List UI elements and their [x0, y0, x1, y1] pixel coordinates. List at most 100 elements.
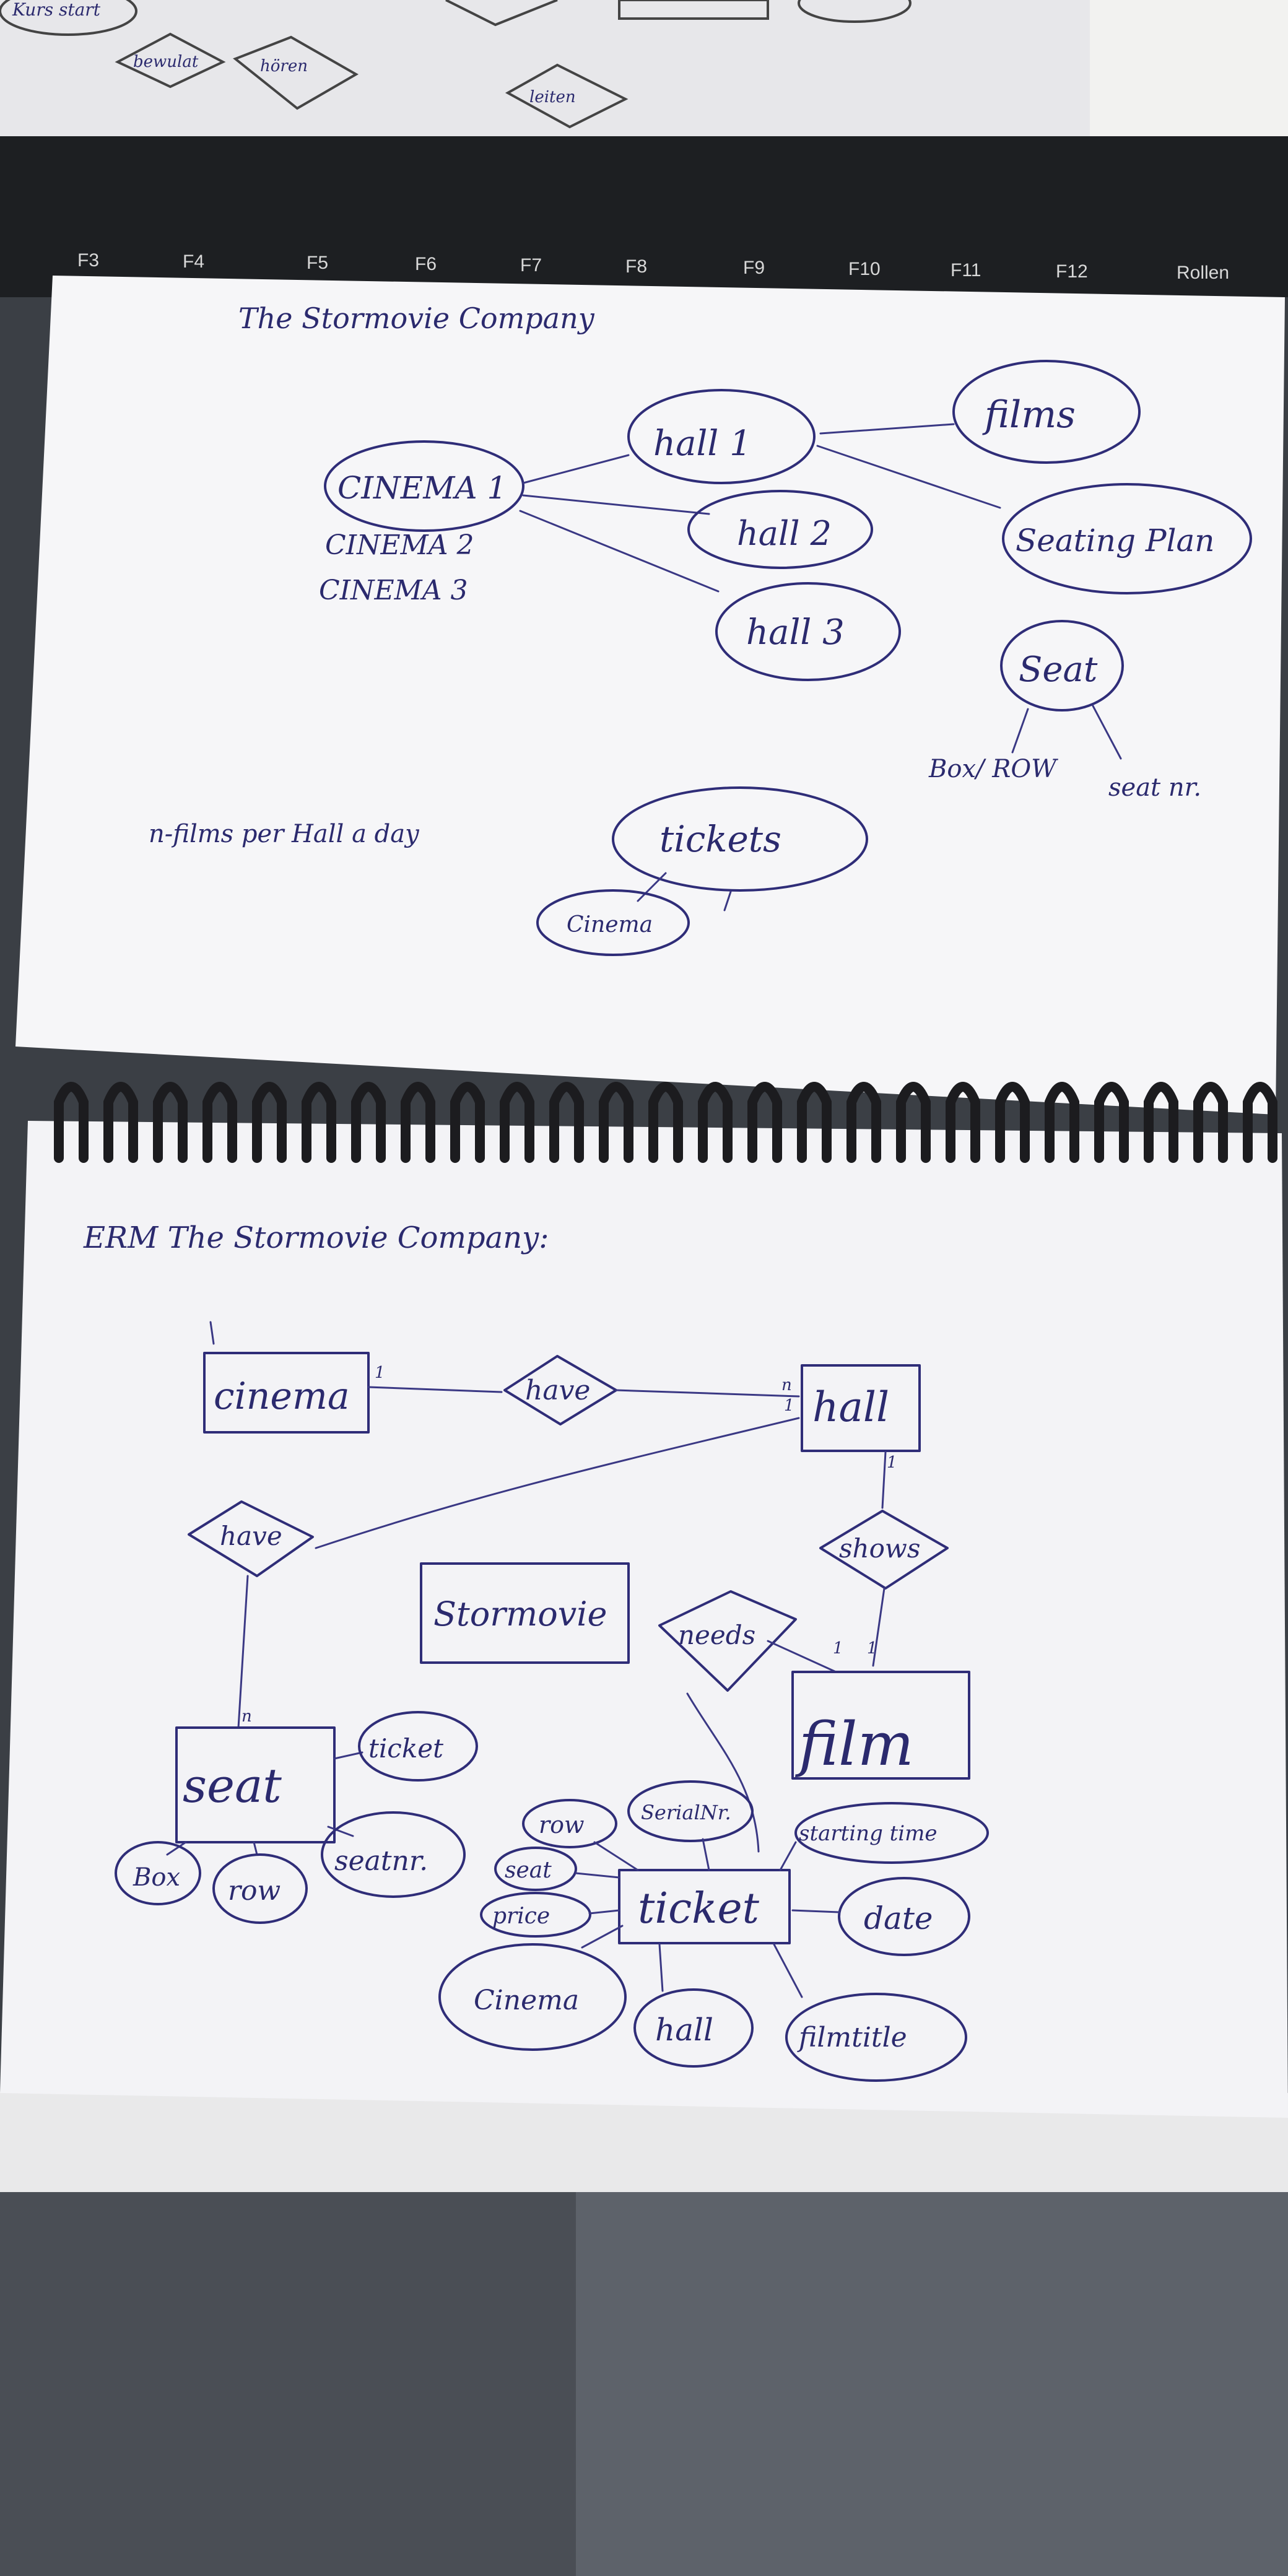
seat-entity	[175, 1726, 336, 1843]
cinema-1-ellipse	[324, 440, 524, 532]
spiral-coil	[401, 1082, 435, 1163]
cinema-attr	[438, 1943, 627, 2051]
tickets-ellipse	[612, 786, 868, 892]
spiral-coil	[153, 1082, 188, 1163]
hall-3-ellipse	[715, 582, 901, 681]
hall-attr-label: hall	[655, 2012, 713, 2048]
page-2	[0, 1121, 1288, 2118]
top-paper	[0, 0, 1090, 155]
hall-attr	[633, 1988, 754, 2068]
starting-time-attr	[794, 1802, 989, 1864]
card-hall-shows: 1	[887, 1453, 897, 1472]
key-f8: F8	[625, 256, 647, 277]
seat-entity-label: seat	[183, 1758, 282, 1813]
card-have-hall: n	[781, 1376, 792, 1395]
card-have-seat: n	[242, 1707, 252, 1726]
hall-3-label: hall 3	[746, 612, 845, 653]
cinema-small-label: Cinema	[567, 912, 653, 938]
card-cinema-have: 1	[375, 1364, 385, 1382]
seating-plan-label: Seating Plan	[1016, 523, 1214, 559]
spiral-coil	[202, 1082, 237, 1163]
key-f11: F11	[951, 260, 981, 281]
ticket-entity	[618, 1869, 791, 1944]
spiral-coil	[896, 1082, 931, 1163]
key-f6: F6	[415, 254, 437, 274]
hall-2-ellipse	[687, 490, 873, 569]
row-ticket-attr	[522, 1799, 617, 1848]
row-seat-attr	[212, 1853, 308, 1924]
serialnr-attr-label: SerialNr.	[641, 1801, 731, 1824]
box-attr	[115, 1841, 201, 1905]
spiral-coil	[1045, 1082, 1079, 1163]
have-left-diamond	[188, 1500, 314, 1577]
date-attr-label: date	[864, 1900, 933, 1936]
stormovie-label: Stormovie	[433, 1595, 607, 1634]
needs-label: needs	[678, 1620, 755, 1650]
cinema-small-ellipse	[536, 889, 690, 956]
cinema-1-label: CINEMA 1	[337, 470, 507, 506]
film-entity	[791, 1671, 970, 1780]
keyboard	[0, 136, 1288, 297]
price-attr-label: price	[492, 1904, 550, 1929]
seat-nr-label: seat nr.	[1108, 773, 1201, 802]
seating-plan-ellipse	[1002, 483, 1252, 594]
spiral-coil	[103, 1082, 138, 1163]
row-seat-attr-label: row	[228, 1875, 281, 1907]
erm-diagram: ERM The Stormovie Company: cinema 1 have…	[83, 1221, 989, 2082]
spiral-coil	[351, 1082, 386, 1163]
spiral-coil	[747, 1082, 782, 1163]
hall-entity-label: hall	[812, 1383, 889, 1431]
spiral-coil	[846, 1082, 881, 1163]
stormovie-box	[420, 1562, 630, 1664]
spiral-coil	[302, 1082, 336, 1163]
top-word-1: Kurs start	[12, 0, 101, 20]
hall-1-label: hall 1	[653, 424, 752, 464]
seat-ellipse	[1000, 620, 1124, 711]
filmtitle-attr-label: filmtitle	[797, 2022, 907, 2053]
spiral-coil	[797, 1082, 832, 1163]
spiral-coil	[946, 1082, 980, 1163]
hall-2-label: hall 2	[737, 514, 832, 553]
films-ellipse	[952, 360, 1141, 464]
price-attr	[480, 1892, 591, 1938]
seat-label: Seat	[1019, 650, 1098, 690]
spiral-coil	[54, 1082, 89, 1163]
film-entity-label: film	[795, 1710, 914, 1779]
serialnr-attr	[627, 1780, 754, 1842]
spiral-coil	[1094, 1082, 1129, 1163]
seatnr-attr	[321, 1811, 466, 1898]
ticket-entity-label: ticket	[638, 1884, 760, 1933]
seat-ticket-attr-2-label: seat	[505, 1858, 552, 1883]
page-1-sketch: The Stormovie Company CINEMA 1 CINEMA 2 …	[149, 302, 1252, 956]
key-f10: F10	[848, 259, 881, 279]
card-hall-have-left: 1	[784, 1396, 794, 1415]
box-attr-label: Box	[133, 1863, 180, 1892]
top-word-3: hören	[260, 57, 308, 76]
seat-ticket-attr-2	[494, 1847, 577, 1891]
key-f3: F3	[77, 250, 99, 271]
have-left-label: have	[220, 1521, 282, 1551]
have-top-label: have	[525, 1375, 590, 1406]
page2-title: ERM The Stormovie Company:	[83, 1221, 549, 1255]
spiral-coil	[648, 1082, 683, 1163]
spiral-coil	[450, 1082, 485, 1163]
seat-ticket-attr-label: ticket	[368, 1733, 443, 1764]
hall-entity	[801, 1364, 921, 1452]
spiral-coil	[599, 1082, 633, 1163]
spiral-coil	[995, 1082, 1030, 1163]
spiral-coil	[698, 1082, 733, 1163]
top-right-surface	[1090, 0, 1288, 161]
seat-ticket-attr	[358, 1711, 478, 1782]
shows-diamond	[819, 1510, 949, 1590]
key-f4: F4	[183, 251, 204, 272]
key-f5: F5	[307, 253, 328, 273]
row-ticket-attr-label: row	[539, 1811, 585, 1838]
cinema-2-label: CINEMA 2	[325, 529, 474, 561]
key-f9: F9	[743, 258, 765, 278]
key-rollen: Rollen	[1177, 263, 1229, 283]
spiral-coil	[500, 1082, 534, 1163]
top-word-2: bewulat	[133, 53, 199, 71]
needs-diamond	[658, 1590, 797, 1692]
card-needs-film: 1	[833, 1639, 843, 1658]
